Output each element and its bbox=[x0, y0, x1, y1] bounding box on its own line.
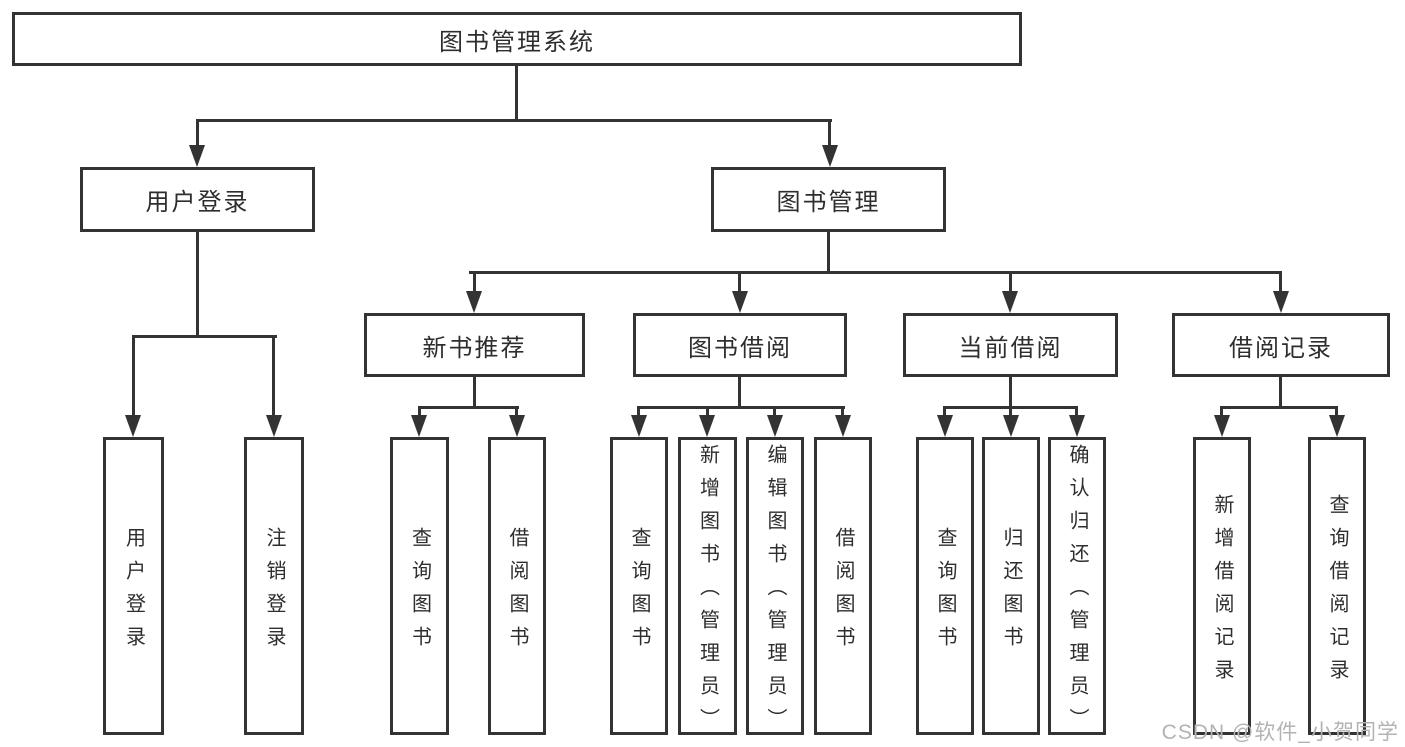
arrow-down bbox=[1329, 415, 1345, 437]
node-label: 查询图书 bbox=[628, 526, 650, 659]
node-label: 查询图书 bbox=[408, 526, 431, 659]
node-bb-add-books-admin: 新增图书（管理员） bbox=[678, 437, 737, 741]
connector-stem bbox=[828, 119, 831, 147]
node-label: 图书借阅 bbox=[688, 334, 792, 362]
arrow-down bbox=[822, 145, 838, 167]
node-nb-borrow-books: 借阅图书 bbox=[488, 437, 546, 735]
node-label: 借阅图书 bbox=[506, 526, 528, 659]
connector-stem bbox=[773, 406, 776, 417]
node-label: 编辑图书（管理员） bbox=[764, 444, 786, 741]
arrow-down bbox=[125, 415, 141, 437]
arrow-down bbox=[835, 415, 851, 437]
node-bb-query-books: 查询图书 bbox=[610, 437, 668, 735]
node-cb-query-books: 查询图书 bbox=[916, 437, 974, 735]
connector-user-login-vline bbox=[196, 232, 199, 338]
connector-stem bbox=[1335, 406, 1338, 417]
connector-stem bbox=[706, 406, 709, 417]
connector-group-hline bbox=[1220, 406, 1338, 409]
connector-group-hline bbox=[418, 406, 519, 409]
node-label: 图书管理 bbox=[776, 189, 881, 216]
arrow-down bbox=[466, 291, 482, 313]
connector-group-vline bbox=[738, 376, 741, 408]
node-label: 新增借阅记录 bbox=[1211, 493, 1233, 692]
node-bb-edit-books-admin: 编辑图书（管理员） bbox=[746, 437, 804, 741]
connector-stem bbox=[1075, 406, 1078, 417]
arrow-down bbox=[937, 415, 953, 437]
node-label: 确认归还（管理员） bbox=[1066, 444, 1088, 741]
connector-stem bbox=[132, 335, 135, 417]
connector-stem bbox=[1009, 271, 1012, 293]
node-label: 新书推荐 bbox=[422, 334, 527, 362]
csdn-watermark: CSDN @软件_小贺同学 bbox=[1161, 721, 1399, 744]
connector-stem bbox=[738, 271, 741, 293]
node-label: 用户登录 bbox=[145, 189, 250, 216]
node-label: 归还图书 bbox=[1000, 526, 1022, 659]
connector-root-vline bbox=[515, 66, 518, 120]
connector-user-login-hline bbox=[132, 335, 277, 338]
connector-stem bbox=[272, 335, 275, 417]
arrow-down bbox=[767, 415, 783, 437]
connector-group-hline bbox=[637, 406, 845, 409]
connector-root-hline bbox=[196, 119, 832, 122]
connector-group-vline bbox=[473, 376, 476, 408]
node-cb-return-books: 归还图书 bbox=[982, 437, 1040, 735]
connector-book-mgmt-vline bbox=[827, 232, 830, 274]
node-br-query-record: 查询借阅记录 bbox=[1308, 437, 1366, 735]
node-label: 新增图书（管理员） bbox=[696, 444, 719, 741]
node-label: 当前借阅 bbox=[958, 334, 1063, 362]
arrow-down bbox=[699, 415, 715, 437]
connector-stem bbox=[1220, 406, 1223, 417]
arrow-down bbox=[732, 291, 748, 313]
node-current-borrow: 当前借阅 bbox=[903, 313, 1118, 377]
arrow-down bbox=[266, 415, 282, 437]
connector-group-vline bbox=[1009, 376, 1012, 408]
node-label: 借阅记录 bbox=[1229, 334, 1333, 362]
node-cb-confirm-return-admin: 确认归还（管理员） bbox=[1048, 437, 1106, 741]
connector-stem bbox=[943, 406, 946, 417]
connector-group-vline bbox=[1279, 376, 1282, 408]
arrow-down bbox=[1003, 415, 1019, 437]
arrow-down bbox=[411, 415, 427, 437]
connector-stem bbox=[196, 119, 199, 147]
arrow-down bbox=[1214, 415, 1230, 437]
node-logout-leaf: 注销登录 bbox=[244, 437, 304, 735]
connector-stem bbox=[418, 406, 421, 417]
node-br-add-record: 新增借阅记录 bbox=[1193, 437, 1251, 735]
arrow-down bbox=[509, 415, 525, 437]
node-label: 注销登录 bbox=[263, 526, 285, 659]
node-label: 图书管理系统 bbox=[439, 28, 595, 56]
node-user-login: 用户登录 bbox=[80, 167, 315, 232]
arrow-down bbox=[1069, 415, 1085, 437]
node-nb-query-books: 查询图书 bbox=[390, 437, 449, 735]
connector-book-mgmt-hline bbox=[469, 271, 1282, 274]
node-book-management: 图书管理 bbox=[711, 167, 946, 232]
connector-stem bbox=[515, 406, 518, 417]
node-label: 借阅图书 bbox=[832, 526, 854, 659]
connector-stem bbox=[1009, 406, 1012, 417]
node-book-borrow: 图书借阅 bbox=[633, 313, 847, 377]
node-label: 查询图书 bbox=[934, 526, 956, 659]
node-bb-borrow-books: 借阅图书 bbox=[814, 437, 872, 735]
connector-stem bbox=[637, 406, 640, 417]
arrow-down bbox=[189, 145, 205, 167]
arrow-down bbox=[631, 415, 647, 437]
connector-stem bbox=[1279, 271, 1282, 293]
node-label: 查询借阅记录 bbox=[1326, 493, 1348, 692]
node-label: 用户登录 bbox=[122, 526, 145, 659]
node-new-book-recommend: 新书推荐 bbox=[364, 313, 585, 377]
arrow-down bbox=[1002, 291, 1018, 313]
node-root-library-system: 图书管理系统 bbox=[12, 12, 1022, 66]
arrow-down bbox=[1273, 291, 1289, 313]
connector-stem bbox=[841, 406, 844, 417]
connector-stem bbox=[473, 271, 476, 293]
node-borrow-record: 借阅记录 bbox=[1172, 313, 1390, 377]
node-user-login-leaf: 用户登录 bbox=[103, 437, 164, 735]
